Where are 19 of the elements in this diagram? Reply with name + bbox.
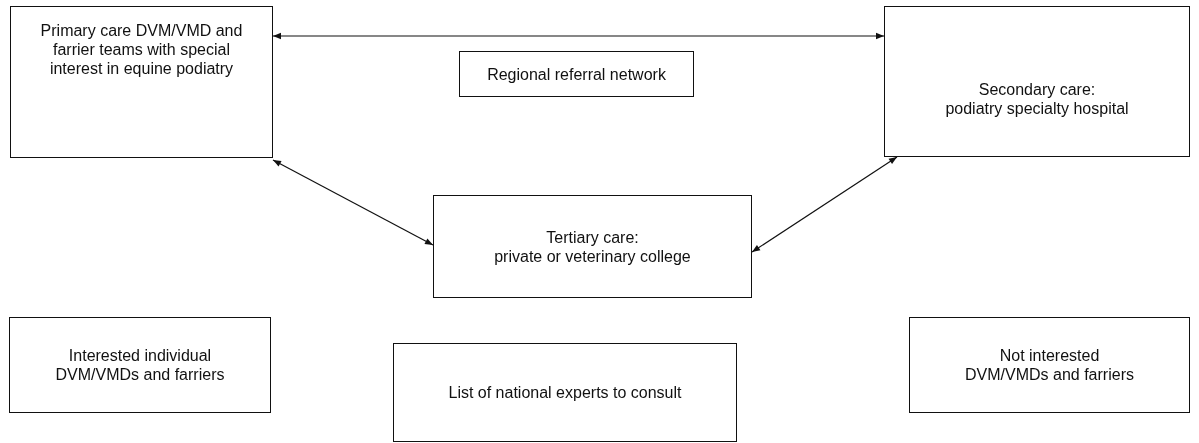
box-text: Interested individual DVM/VMDs and farriers	[54, 346, 226, 384]
text-box	[884, 6, 1190, 157]
double-arrow	[272, 159, 434, 246]
text-box	[459, 51, 694, 97]
box-text: Tertiary care:	[546, 227, 639, 247]
box-text: Secondary care:	[978, 79, 1096, 99]
text-box	[393, 343, 737, 442]
double-arrow	[272, 32, 885, 40]
text-box	[433, 195, 752, 298]
text-box	[10, 6, 273, 158]
box-text: Regional referral network	[487, 64, 666, 84]
box-text: private or veterinary college	[494, 246, 691, 266]
text-box	[909, 317, 1190, 413]
double-arrow	[751, 156, 898, 253]
box-text: podiatry specialty hospital	[945, 98, 1129, 118]
box-text: Primary care DVM/VMD and farrier teams with special interest in equine podiatry	[39, 21, 244, 78]
box-text: List of national experts to consult	[448, 383, 682, 402]
box-text: Not interested DVM/VMDs and farriers	[964, 346, 1135, 384]
text-box	[9, 317, 271, 413]
